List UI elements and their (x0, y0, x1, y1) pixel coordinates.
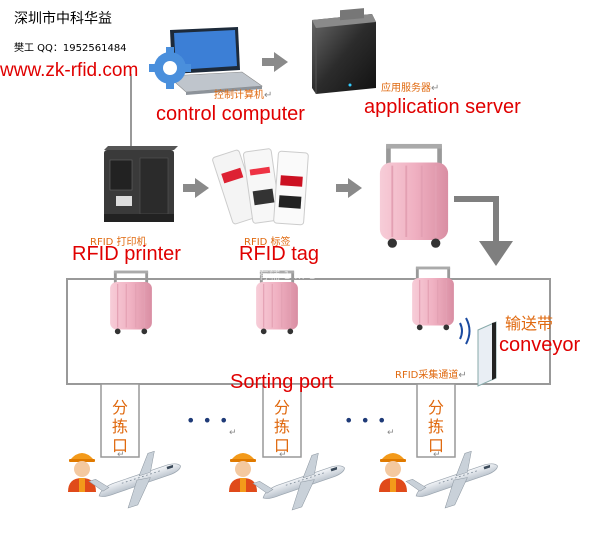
sort-gate-label-1: 分拣口 (111, 398, 128, 455)
company-website[interactable]: www.zk-rfid.com (0, 60, 139, 81)
rfid-tag-cn-label: RFID 标签 (244, 237, 291, 248)
sort-gate-channel-2 (262, 383, 302, 458)
company-contact: 樊工 QQ：1952561484 (14, 43, 127, 54)
worker-icon (379, 453, 407, 492)
sort-gate-label-2: 分拣口 (273, 398, 290, 455)
rfid-channel-cn-label: RFID采集通道↵ (395, 370, 467, 381)
suitcase-large-icon (378, 143, 450, 249)
suitcase-icon (109, 269, 153, 335)
return-mark: ↵ (279, 450, 287, 460)
control-computer-en-label: control computer (156, 103, 305, 125)
printer-icon (104, 146, 178, 222)
overlay-partial-text: 有辅 1 … 1 (258, 269, 316, 282)
conveyor-loop (66, 278, 551, 385)
arrow-computer-server (262, 52, 288, 72)
return-mark: ↵ (433, 450, 441, 460)
laptop-icon (167, 27, 263, 95)
ellipsis-dots: • • • (344, 411, 388, 430)
arrow-printer-tag (183, 178, 209, 198)
return-mark: ↵ (387, 428, 395, 438)
sort-gate-channel-1 (100, 383, 140, 458)
server-icon (312, 8, 376, 94)
sort-gate-label-3: 分拣口 (427, 398, 444, 455)
sort-gate-channel-3 (416, 383, 456, 458)
arrow-tag-suitcase (336, 178, 362, 198)
rfid-printer-cn-label: RFID 打印机 (90, 237, 147, 248)
control-computer-cn-label: 控制计算机↵ (214, 90, 273, 101)
application-server-en-label: application server (364, 96, 521, 118)
return-mark: ↵ (229, 428, 237, 438)
application-server-cn-label: 应用服务器↵ (381, 83, 440, 94)
company-name: 深圳市中科华益 (14, 11, 112, 27)
rfid-printer-en-label: RFID printer (72, 243, 181, 265)
gear-icon (149, 47, 191, 89)
worker-icon (229, 453, 257, 492)
rfid-reader-icon (459, 317, 497, 387)
ellipsis-dots: • • • (186, 411, 230, 430)
rfid-tag-en-label: RFID tag (239, 243, 320, 265)
rfid-tag-icon (212, 148, 309, 226)
conveyor-en-label: conveyor (499, 334, 581, 356)
sorting-port-label: Sorting port (230, 371, 334, 393)
return-mark: ↵ (117, 450, 125, 460)
arrow-to-conveyor (454, 196, 513, 266)
conveyor-cn-label: 输送带 (505, 314, 554, 333)
suitcase-icon (411, 265, 455, 331)
worker-icon (68, 453, 96, 492)
